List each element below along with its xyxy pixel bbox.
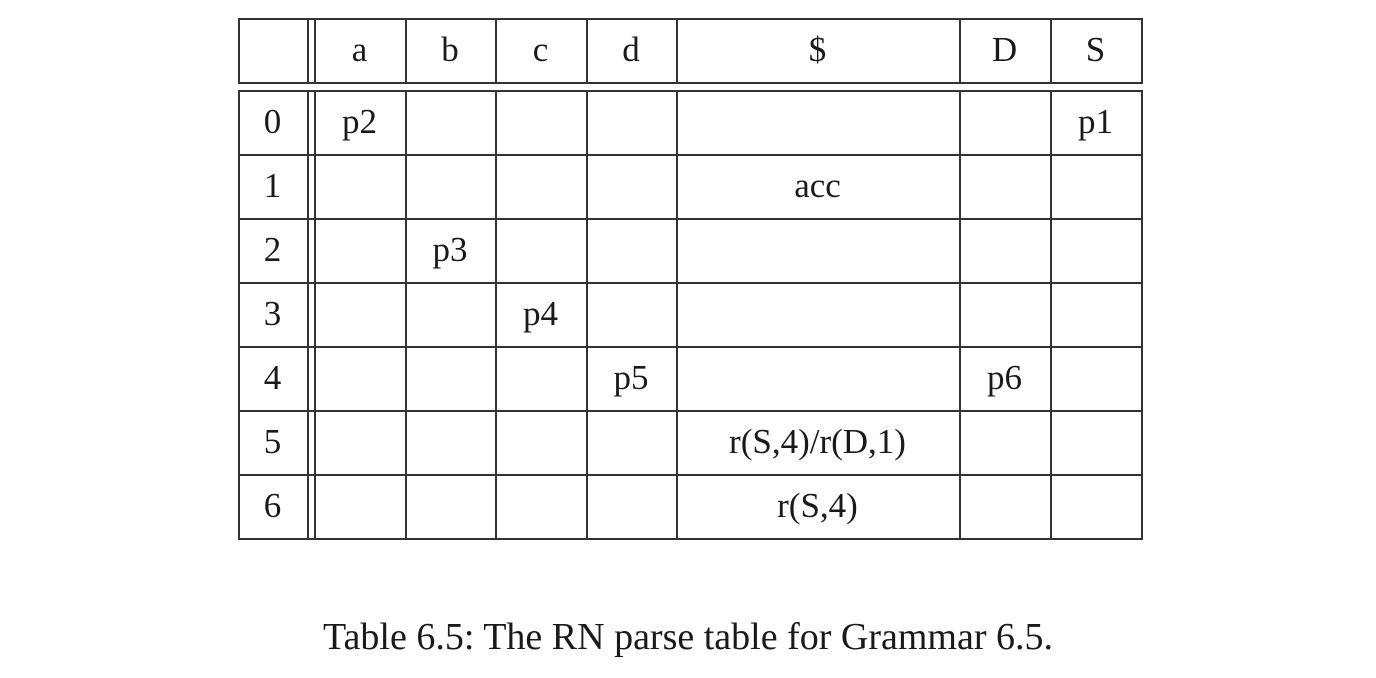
table-cell xyxy=(676,282,959,346)
table-cell xyxy=(495,410,586,474)
table-cell xyxy=(959,282,1050,346)
table-cell xyxy=(959,154,1050,218)
table-cell: r(S,4) xyxy=(777,486,858,525)
table-cell xyxy=(586,474,676,538)
table-cell xyxy=(676,218,959,282)
body-box xyxy=(238,90,1143,540)
table-cell xyxy=(405,154,495,218)
table-cell xyxy=(586,410,676,474)
column-header: S xyxy=(1085,30,1106,69)
table-cell xyxy=(314,474,405,538)
table-cell xyxy=(586,218,676,282)
column-divider xyxy=(405,18,407,82)
table-cell xyxy=(314,154,405,218)
table-cell xyxy=(676,90,959,154)
table-cell xyxy=(314,346,405,410)
column-header: D xyxy=(991,30,1018,69)
table-cell xyxy=(405,90,495,154)
table-cell: p1 xyxy=(1078,102,1113,141)
table-cell xyxy=(405,410,495,474)
table-caption: Table 6.5: The RN parse table for Gramma… xyxy=(322,616,1053,658)
state-label: 5 xyxy=(263,422,282,461)
column-divider xyxy=(495,90,497,538)
row-divider xyxy=(238,218,1141,220)
table-cell xyxy=(495,154,586,218)
table-cell xyxy=(495,90,586,154)
column-header: $ xyxy=(808,30,827,69)
table-cell xyxy=(1050,218,1141,282)
table-cell xyxy=(314,218,405,282)
table-cell xyxy=(586,90,676,154)
header-box xyxy=(238,18,1143,84)
table-cell xyxy=(495,474,586,538)
table-cell: r(S,4)/r(D,1) xyxy=(729,422,906,461)
table-cell xyxy=(959,474,1050,538)
column-header: c xyxy=(532,30,549,69)
column-divider xyxy=(405,90,407,538)
state-label: 0 xyxy=(263,102,282,141)
table-cell xyxy=(1050,410,1141,474)
table-cell xyxy=(1050,282,1141,346)
column-header: a xyxy=(351,30,368,69)
table-cell: p6 xyxy=(987,358,1022,397)
table-cell xyxy=(1050,474,1141,538)
table-cell xyxy=(959,90,1050,154)
table-cell: p4 xyxy=(523,294,558,333)
table-cell xyxy=(676,346,959,410)
table-cell xyxy=(1050,154,1141,218)
column-divider xyxy=(676,18,678,82)
column-header: b xyxy=(441,30,459,69)
column-divider xyxy=(307,90,309,538)
column-divider xyxy=(307,18,309,82)
state-label: 6 xyxy=(263,486,282,525)
table-cell xyxy=(1050,346,1141,410)
column-divider xyxy=(1050,18,1052,82)
table-cell: acc xyxy=(794,166,841,205)
row-divider xyxy=(238,474,1141,476)
column-divider xyxy=(314,18,316,82)
column-header: d xyxy=(622,30,640,69)
row-divider xyxy=(238,282,1141,284)
row-divider xyxy=(238,410,1141,412)
table-cell xyxy=(405,474,495,538)
table-cell xyxy=(495,218,586,282)
table-cell xyxy=(959,218,1050,282)
table-cell xyxy=(586,154,676,218)
row-divider xyxy=(238,346,1141,348)
table-cell xyxy=(405,346,495,410)
column-divider xyxy=(495,18,497,82)
column-divider xyxy=(1050,90,1052,538)
table-cell xyxy=(495,346,586,410)
table-cell: p3 xyxy=(432,230,468,269)
table-cell: p2 xyxy=(342,102,377,141)
column-divider xyxy=(676,90,678,538)
column-divider xyxy=(586,18,588,82)
table-cell xyxy=(959,410,1050,474)
column-divider xyxy=(959,90,961,538)
table-cell xyxy=(314,282,405,346)
table-cell: p5 xyxy=(613,358,649,397)
column-divider xyxy=(314,90,316,538)
column-divider xyxy=(586,90,588,538)
column-divider xyxy=(959,18,961,82)
state-label: 1 xyxy=(263,166,282,205)
state-label: 4 xyxy=(263,358,282,397)
table-cell xyxy=(586,282,676,346)
table-cell xyxy=(405,282,495,346)
table-cell xyxy=(314,410,405,474)
column-header xyxy=(238,18,307,82)
state-label: 2 xyxy=(263,230,282,269)
row-divider xyxy=(238,154,1141,156)
state-label: 3 xyxy=(263,294,282,333)
